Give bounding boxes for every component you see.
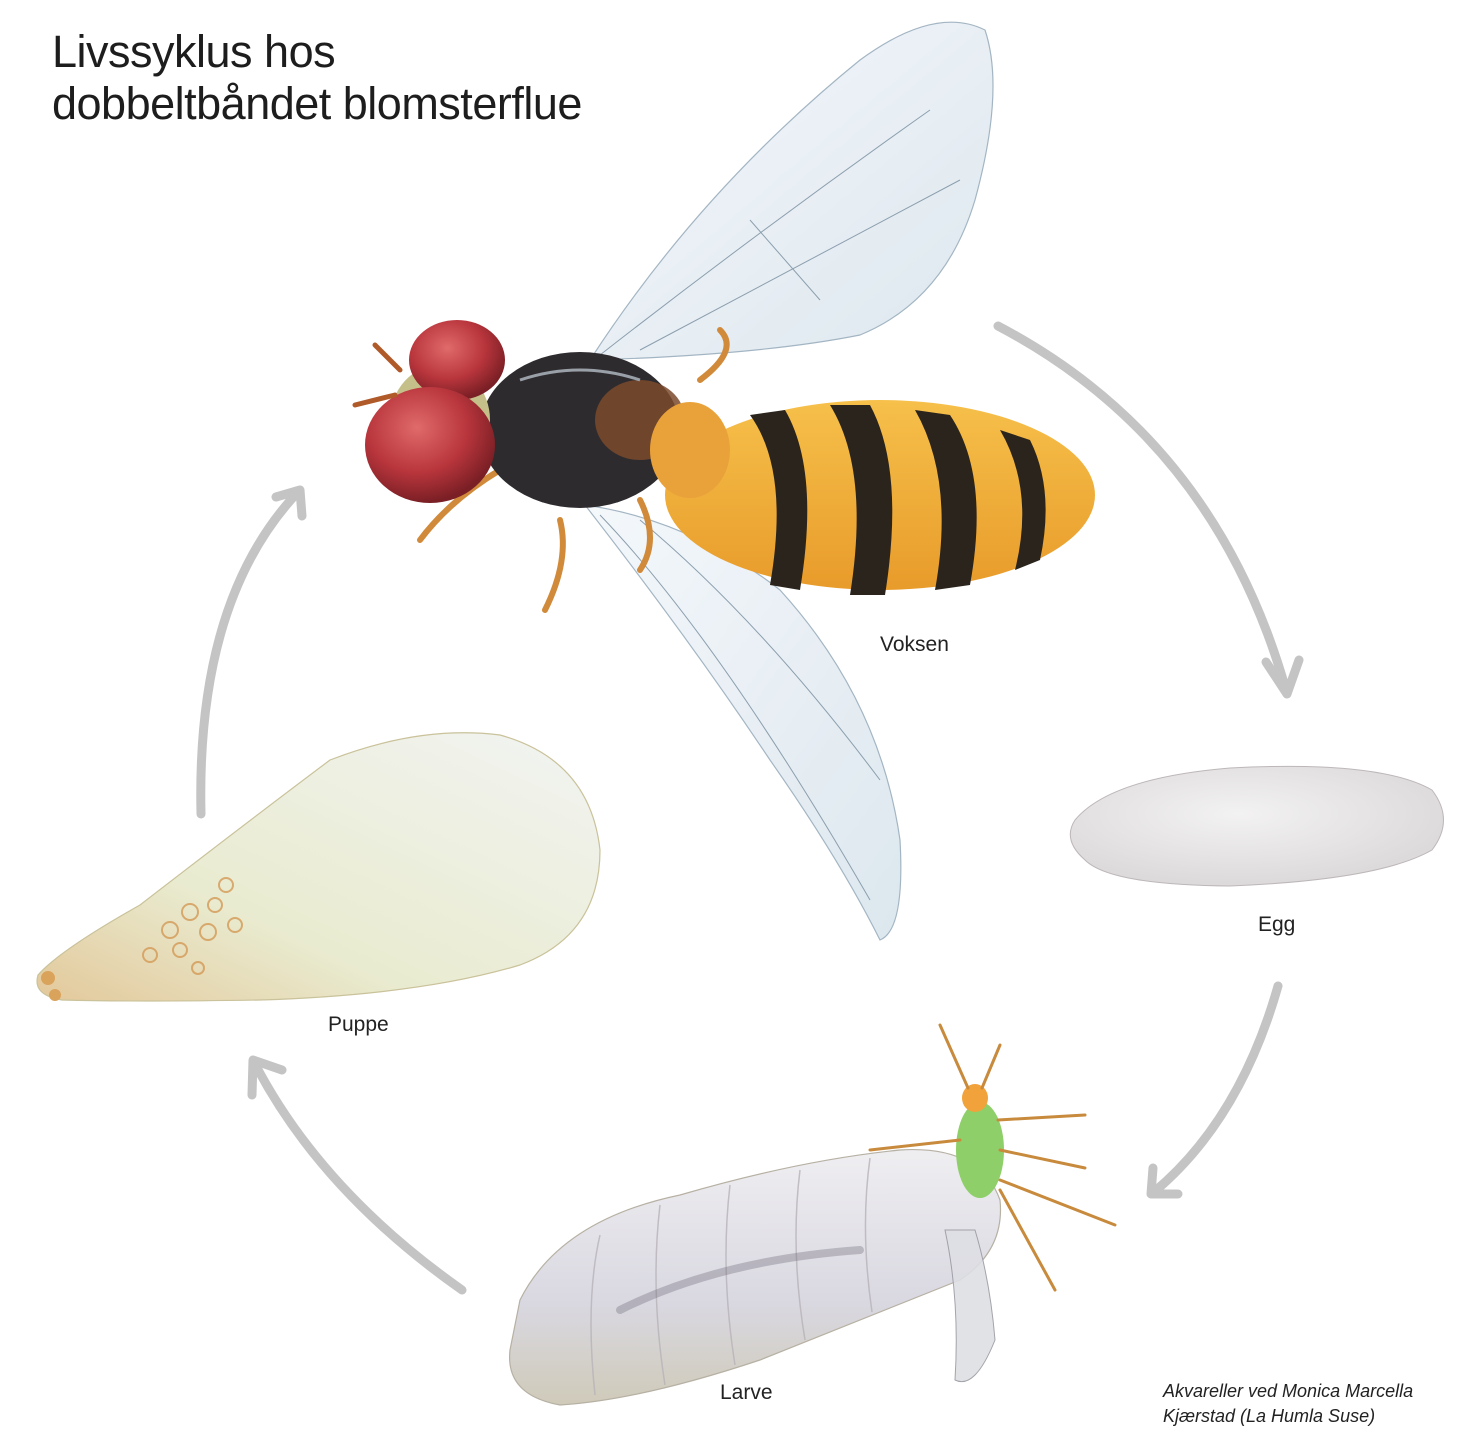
stage-label-pupa: Puppe xyxy=(328,1013,389,1037)
credit-line-2: Kjærstad (La Humla Suse) xyxy=(1163,1404,1413,1429)
larva-body xyxy=(510,1150,1001,1405)
title-line-1: Livssyklus hos xyxy=(52,26,582,78)
arrow-pupa-to-adult xyxy=(201,490,302,814)
fly-eye-lower xyxy=(365,387,495,503)
egg-shape xyxy=(1070,766,1443,886)
egg-illustration xyxy=(1070,766,1443,886)
title-line-2: dobbeltbåndet blomsterflue xyxy=(52,78,582,130)
pupa-illustration xyxy=(37,733,600,1001)
stage-label-larva: Larve xyxy=(720,1381,773,1405)
arrow-larva-to-pupa xyxy=(252,1060,462,1290)
stage-label-adult: Voksen xyxy=(880,633,949,657)
illustration-credit: Akvareller ved Monica Marcella Kjærstad … xyxy=(1163,1379,1413,1429)
arrow-egg-to-larva xyxy=(1151,986,1278,1194)
upper-wing xyxy=(590,22,993,360)
diagram-title: Livssyklus hos dobbeltbåndet blomsterflu… xyxy=(52,26,582,130)
credit-line-1: Akvareller ved Monica Marcella xyxy=(1163,1379,1413,1404)
stage-label-egg: Egg xyxy=(1258,913,1295,937)
pupa-shape xyxy=(37,733,600,1001)
larva-illustration xyxy=(510,1025,1115,1405)
